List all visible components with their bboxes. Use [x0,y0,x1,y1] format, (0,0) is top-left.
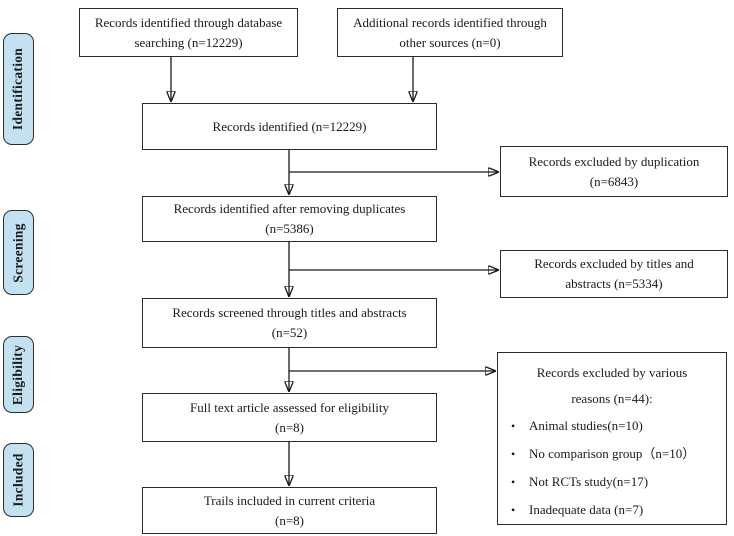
box-other-sources-line1: Additional records identified through [353,14,547,30]
bullet-icon: • [511,503,516,517]
bullet-icon: • [511,475,516,489]
box-other-sources: Additional records identified through ot… [337,8,563,57]
box-database-search: Records identified through database sear… [79,8,298,57]
box-database-search-line1: Records identified through database [94,14,283,30]
exclusion-reason-not-rcts: Not RCTs study(n=17) [529,474,649,489]
box-deduplicated-line2: (n=5386) [265,221,314,236]
exclusion-reason-item: • Inadequate data (n=7) [498,496,726,524]
box-screened-line1: Records screened through titles and abst… [172,305,407,320]
bullet-icon: • [511,447,516,461]
box-excluded-titles-line1: Records excluded by titles and [534,256,694,271]
box-fulltext: Full text article assessed for eligibili… [142,393,437,442]
stage-included: Included [3,443,34,517]
exclusion-reason-inadequate: Inadequate data (n=7) [529,502,644,517]
box-records-identified-line1: Records identified (n=12229) [212,118,367,134]
exclusion-reason-animal: Animal studies(n=10) [529,418,643,433]
box-deduplicated-line1: Records identified after removing duplic… [173,201,406,216]
box-excluded-duplication-line1: Records excluded by duplication [528,153,700,169]
box-excluded-duplication-line2: (n=6843) [589,173,639,189]
box-records-identified: Records identified (n=12229) [142,103,437,150]
box-other-sources-line2: other sources (n=0) [399,34,501,50]
box-screened: Records screened through titles and abst… [142,298,437,348]
exclusion-reason-item: • Animal studies(n=10) [498,412,726,440]
box-included-trials-line1: Trails included in current criteria [203,492,376,508]
bullet-icon: • [511,419,516,433]
exclusion-reason-no-comparison: No comparison group（n=10） [529,446,696,461]
stage-eligibility: Eligibility [3,336,34,413]
box-excluded-various: Records excluded by various reasons (n=4… [497,352,727,525]
box-screened-line2: (n=52) [271,325,308,340]
stage-screening: Screening [3,210,34,295]
box-excluded-titles: Records excluded by titles and abstracts… [500,250,728,298]
exclusion-reason-item: • No comparison group（n=10） [498,440,726,468]
box-excluded-titles-line2: abstracts (n=5334) [565,276,663,291]
stage-identification: Identification [3,33,34,145]
box-excluded-duplication: Records excluded by duplication (n=6843) [500,146,728,197]
box-fulltext-line2: (n=8) [275,419,304,435]
box-included-trials: Trails included in current criteria (n=8… [142,487,437,534]
box-deduplicated: Records identified after removing duplic… [142,196,437,242]
box-fulltext-line1: Full text article assessed for eligibili… [190,399,389,415]
exclusion-reason-item: • Not RCTs study(n=17) [498,468,726,496]
box-database-search-line2: searching (n=12229) [134,34,243,50]
box-included-trials-line2: (n=8) [275,512,304,528]
box-excluded-various-header2: reasons (n=44): [571,391,653,406]
box-excluded-various-header1: Records excluded by various [536,365,688,380]
